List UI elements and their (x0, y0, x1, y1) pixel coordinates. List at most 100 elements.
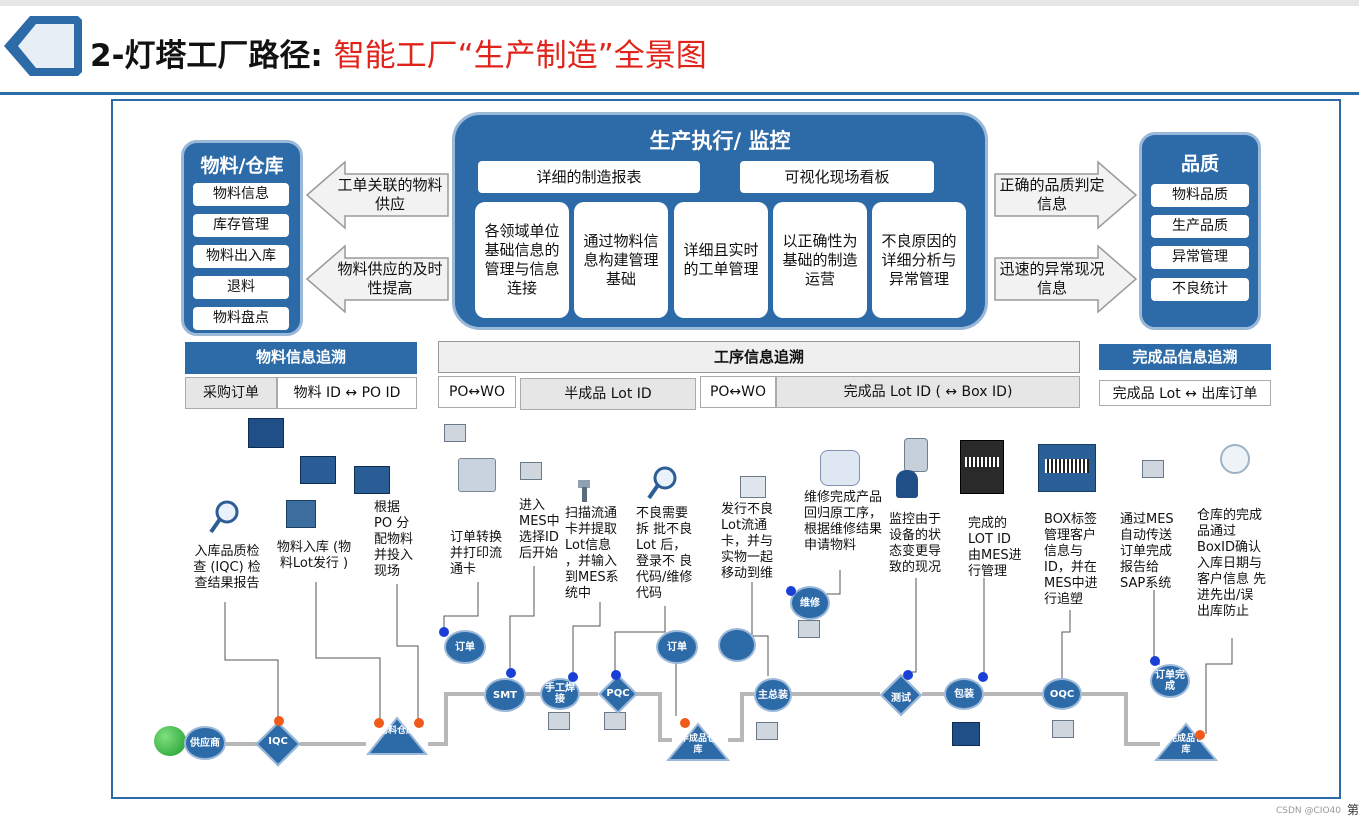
card-printer-icon (740, 476, 766, 498)
trace-cell: 完成品 Lot ID ( ↔ Box ID) (776, 376, 1080, 408)
connector-dot (1150, 656, 1160, 666)
page-title: 2-灯塔工厂路径: 智能工厂“生产制造”全景图 (90, 30, 707, 75)
quality-item[interactable]: 不良统计 (1151, 278, 1249, 301)
step-text: 物料入库 (物料Lot发行 ) (276, 540, 352, 571)
node-oqc[interactable]: OQC (1042, 678, 1082, 710)
arrow-right-bottom (994, 244, 1138, 314)
step-text: 监控由于设备的状态变更导致的现况 (889, 512, 942, 575)
step-text: 通过MES自动传送订单完成报告给SAP系统 (1120, 512, 1174, 591)
quality-item[interactable]: 异常管理 (1151, 246, 1249, 269)
label-printer-icon (286, 500, 316, 528)
title-main: 智能工厂“生产制造”全景图 (333, 38, 707, 74)
trace-cell: 采购订单 (185, 377, 277, 409)
step-text: 进入 MES中选择ID后开始 (519, 498, 560, 561)
start-indicator-icon (154, 726, 186, 756)
quality-item[interactable]: 生产品质 (1151, 215, 1249, 238)
repair-worker-icon (820, 450, 860, 486)
clock-icon (1220, 444, 1250, 474)
connector-dot (903, 670, 913, 680)
material-item[interactable]: 退料 (193, 276, 289, 299)
material-item[interactable]: 物料盘点 (193, 307, 289, 330)
node-order[interactable]: 订单 (656, 630, 698, 664)
server-icon (354, 466, 390, 494)
production-card: 通过物料信息构建管理基础 (574, 202, 668, 318)
server-icon (248, 418, 284, 448)
trace-cell: PO↔WO (438, 376, 516, 408)
arrow-left-top (305, 160, 449, 230)
process-trace-title: 工序信息追溯 (438, 341, 1080, 373)
node-pack[interactable]: 包装 (944, 678, 984, 710)
node-supplier[interactable]: 供应商 (184, 726, 226, 760)
report-button[interactable]: 详细的制造报表 (478, 161, 700, 193)
diagram-frame (111, 99, 1341, 799)
connector-dot (680, 718, 690, 728)
box-label-icon (1038, 444, 1096, 492)
trace-cell: 完成品 Lot ↔ 出库订单 (1099, 380, 1271, 406)
node-finished-wh-shape[interactable] (1154, 722, 1218, 762)
back-chevron-icon[interactable] (2, 12, 84, 80)
node-test: 测试 (891, 693, 911, 704)
printer-icon (458, 458, 496, 492)
header-divider (0, 92, 1359, 95)
title-prefix: 2-灯塔工厂路径: (90, 38, 334, 74)
node-semi-wh-shape[interactable] (666, 722, 730, 762)
connector-dot (611, 670, 621, 680)
step-text: 发行不良Lot流通卡，并与实物一起移动到维 (721, 502, 774, 581)
step-text: BOX标签管理客户信息与ID，并在MES中进行追塑 (1044, 512, 1098, 607)
node-order[interactable]: 订单 (444, 630, 486, 664)
materials-title: 物料/仓库 (200, 155, 284, 177)
node-order-done[interactable]: 订单完成 (1150, 664, 1190, 698)
production-card: 各领域单位基础信息的管理与信息连接 (475, 202, 569, 318)
step-text: 完成的 LOT ID 由MES进行管理 (968, 516, 1022, 579)
step-text: 订单转换并打印流通卡 (450, 530, 503, 577)
node-pqc: PQC (606, 688, 630, 699)
production-card: 详细且实时的工单管理 (674, 202, 768, 318)
computer-icon (548, 712, 570, 730)
connector-dot (374, 718, 384, 728)
handheld-terminal-icon (904, 438, 928, 472)
server-icon (300, 456, 336, 484)
production-card: 不良原因的详细分析与异常管理 (872, 202, 966, 318)
node-repair[interactable]: 维修 (790, 586, 830, 620)
magnifier-icon (647, 466, 677, 500)
material-item[interactable]: 物料出入库 (193, 245, 289, 268)
material-item[interactable]: 库存管理 (193, 214, 289, 237)
kanban-button[interactable]: 可视化现场看板 (740, 161, 934, 193)
connector-dot (786, 586, 796, 596)
step-text: 维修完成产品 回归原工序， 根据维修结果 申请物料 (804, 490, 883, 553)
material-item[interactable]: 物料信息 (193, 183, 289, 206)
node-smt[interactable]: SMT (484, 678, 526, 712)
finished-trace-title: 完成品信息追溯 (1099, 344, 1271, 370)
computer-icon (604, 712, 626, 730)
connector-dot (414, 718, 424, 728)
step-text: 不良需要拆 批不良Lot 后，登录不 良代码/维修代码 (636, 506, 693, 601)
node-material-wh-shape[interactable] (366, 716, 428, 756)
production-title: 生产执行/ 监控 (649, 129, 791, 153)
connector-dot (506, 668, 516, 678)
computer-icon (1052, 720, 1074, 738)
connector-dot (1195, 730, 1205, 740)
connector-dot (978, 672, 988, 682)
barcode-scanner-icon (578, 480, 590, 502)
arrow-right-top-label: 正确的品质判定信息 (999, 176, 1105, 213)
printer-icon (952, 722, 980, 746)
node-hand-weld[interactable]: 手工焊接 (540, 678, 580, 710)
node-assembly[interactable]: 主总装 (754, 678, 792, 712)
trace-cell: PO↔WO (700, 376, 776, 408)
step-text: 入库品质检查 (IQC) 检查结果报告 (193, 544, 261, 591)
node-finished-wh: 完成品仓库 (1167, 734, 1204, 755)
page-marker: 第 (1346, 803, 1359, 817)
top-border (0, 0, 1359, 6)
materials-panel: 物料/仓库 (181, 140, 303, 336)
arrow-left-top-label: 工单关联的物料供应 (337, 176, 443, 213)
node-blank[interactable] (718, 628, 756, 662)
magnifier-icon (209, 500, 239, 534)
step-text: 根据 PO 分配物料并投入现场 (374, 500, 414, 579)
production-card: 以正确性为基础的制造运营 (773, 202, 867, 318)
quality-item[interactable]: 物料品质 (1151, 184, 1249, 207)
connector-dot (568, 672, 578, 682)
arrow-left-bottom (305, 244, 449, 314)
computer-icon (798, 620, 820, 638)
node-semi-wh: 半成品仓库 (679, 734, 716, 755)
